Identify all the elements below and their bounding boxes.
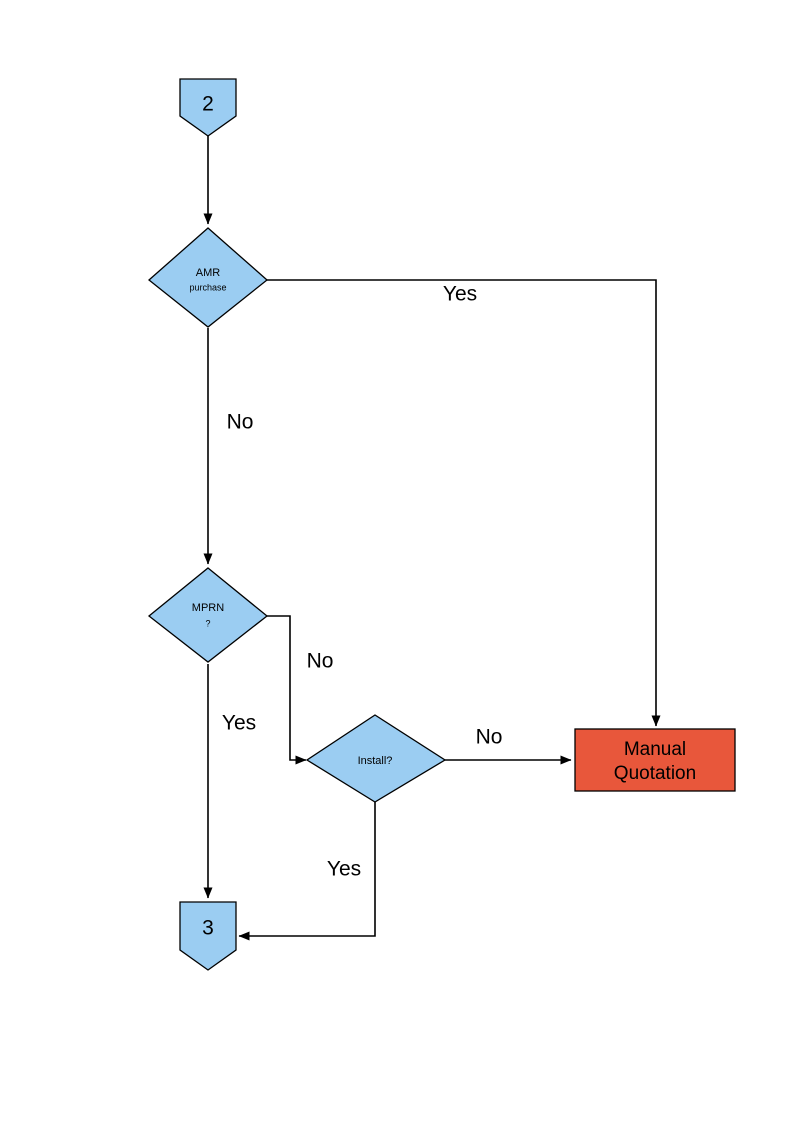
- node-amr-purchase-decision[interactable]: AMR purchase: [147, 227, 269, 328]
- connector-label: 2: [202, 93, 214, 116]
- node-manual-quotation-process[interactable]: Manual Quotation: [574, 728, 736, 792]
- edge-install-yes: Yes: [238, 800, 376, 941]
- decision-diamond-shape: [147, 227, 269, 328]
- edge-label-mprn-yes: Yes: [222, 712, 256, 735]
- node-end-connector[interactable]: 3: [179, 901, 237, 971]
- edge-label-install-yes: Yes: [327, 858, 361, 881]
- edge-label-amr-yes: Yes: [443, 283, 477, 306]
- edge-mprn-yes: Yes: [203, 664, 256, 899]
- process-rect-shape: [574, 728, 736, 792]
- node-mprn-decision[interactable]: MPRN ?: [147, 567, 269, 663]
- edge-label-install-no: No: [476, 726, 503, 749]
- install-decision-label: Install?: [358, 755, 393, 767]
- edge-label-amr-no: No: [227, 411, 254, 434]
- manual-quotation-label-line1: Manual: [624, 739, 686, 760]
- edge-amr-yes: Yes: [267, 279, 661, 727]
- amr-decision-label-line2: purchase: [189, 282, 226, 292]
- mprn-decision-label-line2: ?: [205, 618, 210, 628]
- mprn-decision-label-line1: MPRN: [192, 602, 224, 614]
- manual-quotation-label-line2: Quotation: [614, 763, 696, 784]
- connector-label: 3: [202, 917, 214, 940]
- edge-mprn-no: No: [267, 615, 334, 765]
- edge-label-mprn-no: No: [307, 650, 334, 673]
- connector-pentagon-shape: [179, 78, 237, 137]
- connector-pentagon-shape: [179, 901, 237, 971]
- amr-decision-label-line1: AMR: [196, 267, 221, 279]
- edge-amr-no: No: [203, 328, 254, 565]
- edge-install-no: No: [445, 726, 572, 765]
- decision-diamond-shape: [147, 567, 269, 663]
- decision-diamond-shape: [305, 714, 447, 803]
- node-install-decision[interactable]: Install?: [305, 714, 447, 803]
- node-start-connector[interactable]: 2: [179, 78, 237, 137]
